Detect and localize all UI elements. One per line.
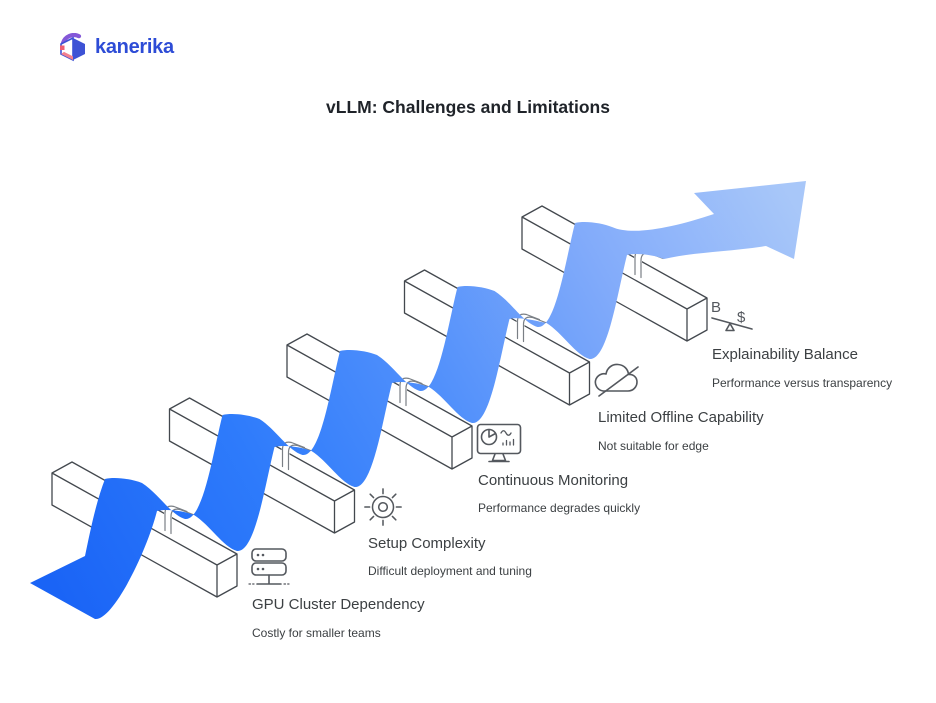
item-desc-continuous-monitoring: Performance degrades quickly — [478, 501, 641, 515]
logo-arc — [60, 33, 82, 46]
item-desc-limited-offline: Not suitable for edge — [598, 439, 709, 453]
kanerika-cube-icon — [60, 33, 85, 62]
logo-pink-square — [60, 45, 65, 50]
item-label-setup-complexity: Setup Complexity — [368, 535, 486, 552]
item-label-explainability: Explainability Balance — [712, 346, 858, 363]
item-label-gpu-cluster: GPU Cluster Dependency — [252, 596, 425, 613]
brand-wordmark: kanerika — [95, 36, 174, 58]
brand-logo: kanerika — [60, 33, 174, 62]
item-desc-explainability: Performance versus transparency — [712, 376, 893, 390]
ribbon-arrow — [30, 181, 806, 620]
balance-icon: B $ — [706, 296, 758, 338]
server-icon — [247, 546, 291, 590]
balance-left-char: B — [711, 299, 721, 316]
item-desc-setup-complexity: Difficult deployment and tuning — [368, 564, 532, 578]
balance-right-char: $ — [737, 309, 746, 326]
monitor-chart-icon — [476, 423, 522, 465]
page-title: vLLM: Challenges and Limitations — [326, 97, 610, 117]
logo-pink-strip — [61, 51, 73, 60]
item-label-limited-offline: Limited Offline Capability — [598, 409, 764, 426]
item-desc-gpu-cluster: Costly for smaller teams — [252, 626, 381, 640]
logo-right-face — [73, 38, 85, 60]
sun-gear-icon — [362, 486, 404, 528]
cloud-off-icon — [592, 356, 644, 400]
item-label-continuous-monitoring: Continuous Monitoring — [478, 472, 629, 489]
